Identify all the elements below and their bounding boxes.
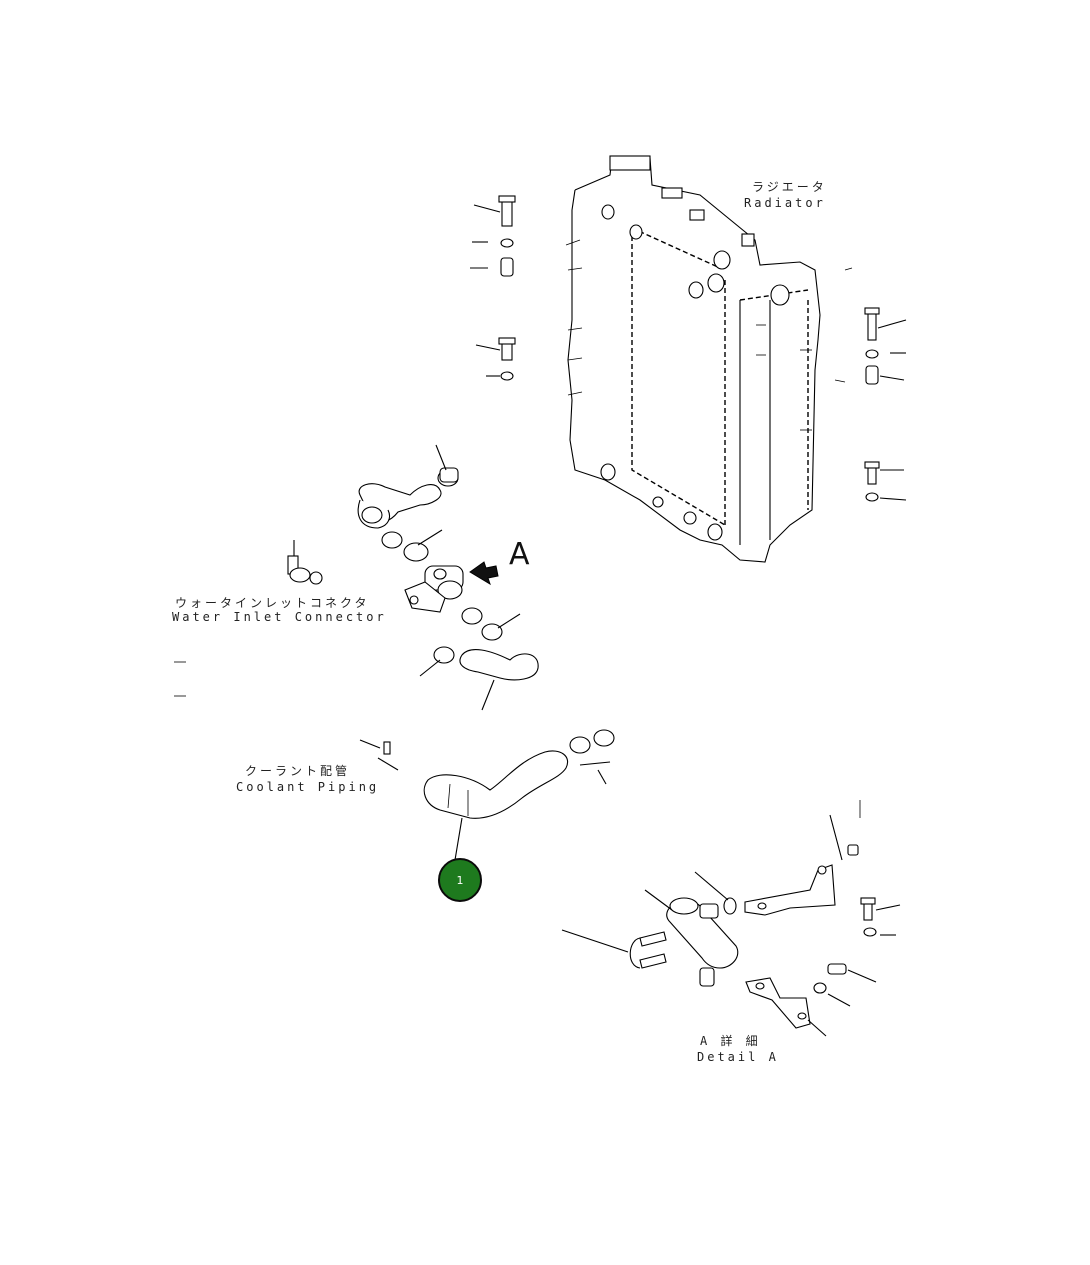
coolant-en-label: Coolant Piping	[236, 780, 380, 794]
detail-jp-label: A 詳 細	[700, 1034, 761, 1048]
coolant-pipe	[359, 729, 615, 861]
water-inlet-connector-part	[287, 540, 323, 585]
water-inlet-jp-label: ウォータインレットコネクタ	[175, 596, 370, 610]
callout-number: 1	[456, 873, 464, 887]
view-marker-a: A	[509, 537, 530, 572]
callout-badge-1[interactable]: 1	[438, 858, 482, 902]
coolant-jp-label: クーラント配管	[245, 764, 351, 778]
radiator-right-bolts	[864, 307, 907, 502]
detail-a-assembly	[561, 800, 901, 1037]
radiator-en-label: Radiator	[744, 196, 826, 210]
radiator-jp-label: ラジエータ	[752, 180, 827, 194]
radiator-left-bolts	[470, 195, 516, 381]
radiator-assembly	[565, 155, 853, 563]
upper-hose-assembly	[357, 444, 539, 711]
detail-en-label: Detail A	[697, 1050, 779, 1064]
water-inlet-en-label: Water Inlet Connector	[172, 610, 387, 624]
